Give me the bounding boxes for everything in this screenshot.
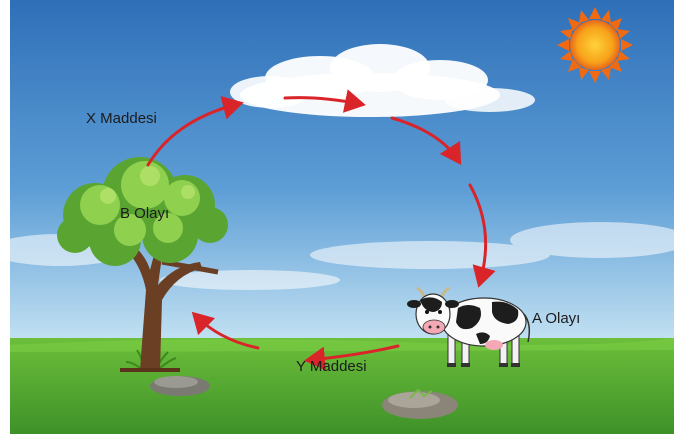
label-b-event: B Olayı: [120, 205, 169, 223]
grass-ground: [10, 338, 674, 434]
label-y-substance: Y Maddesi: [296, 358, 367, 376]
sun-icon: [557, 7, 633, 83]
rock-icon: [150, 376, 210, 396]
label-x-substance: X Maddesi: [86, 110, 157, 128]
label-a-event: A Olayı: [532, 310, 580, 328]
